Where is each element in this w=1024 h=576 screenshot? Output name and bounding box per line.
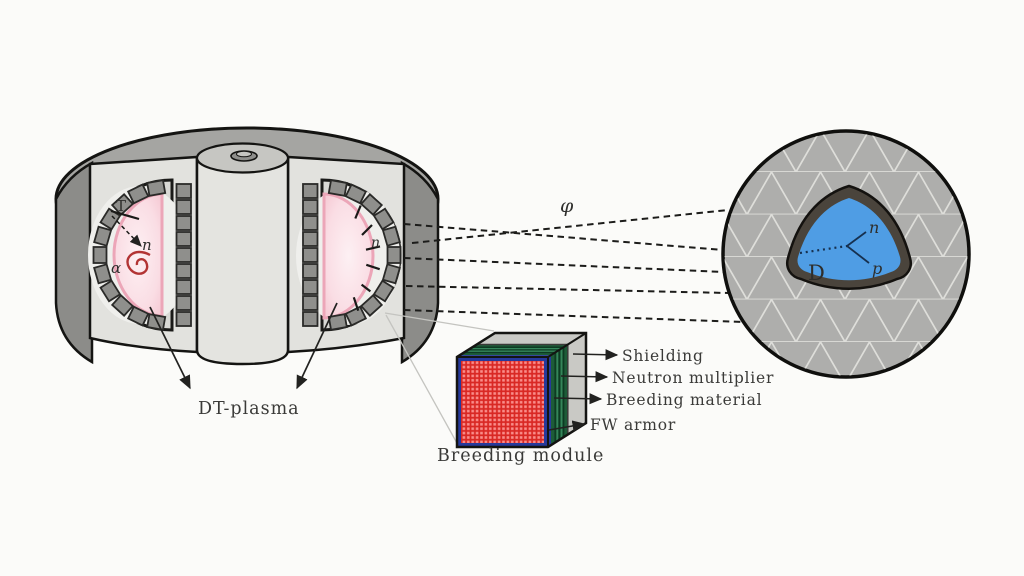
blanket-block [175, 279, 192, 295]
breeding-module-caption: Breeding module [437, 446, 604, 466]
fw-armor-front-face [461, 361, 544, 443]
dt-plasma-arrow-left [149, 306, 191, 390]
phi-flux-label: φ [560, 195, 574, 217]
shielding-arrow [572, 349, 619, 361]
blanket-column-left [175, 183, 192, 327]
blanket-block [381, 225, 401, 247]
dt-plasma-arrow-right [296, 302, 338, 390]
neutron-tick [365, 263, 381, 271]
cube-edge [547, 332, 587, 358]
zoom-wedge-line-top [384, 312, 495, 332]
multiplier-stripes-top [464, 343, 568, 354]
neutron-branch-line [846, 231, 867, 247]
alpha-orbit-curve [126, 250, 151, 275]
blanket-block [359, 193, 384, 216]
blanket-block [93, 225, 113, 247]
blanket-block [302, 311, 319, 327]
blanket-block [110, 294, 135, 317]
tritium-pointer-line [110, 209, 140, 221]
incoming-neutron-dotted-line [799, 244, 848, 255]
blanket-arc-right [327, 179, 402, 331]
blanket-block [302, 295, 319, 311]
blanket-block [359, 294, 384, 317]
blanket-block [92, 246, 108, 264]
blanket-block [175, 215, 192, 231]
blanket-block [381, 263, 401, 285]
blanket-block [302, 215, 319, 231]
top-port-knob-cap [236, 150, 252, 158]
blanket-block [175, 311, 192, 327]
blanket-block [372, 207, 395, 231]
proton-product-label: p [872, 259, 882, 278]
blanket-block [175, 263, 192, 279]
breeding-material-arrow [553, 393, 603, 405]
vessel-outer-wall-right [400, 160, 440, 365]
blanket-block [344, 305, 368, 327]
neutron-wall-label: n [371, 235, 380, 251]
neutron-tick [352, 296, 360, 312]
blanket-block [372, 279, 395, 303]
proton-branch-line [846, 245, 870, 264]
deuterium-label: D [808, 261, 825, 285]
blanket-block [327, 179, 348, 197]
flux-line [403, 257, 725, 273]
blanket-block [302, 279, 319, 295]
blanket-column-right [302, 183, 319, 327]
fw-armor-arrow [548, 420, 586, 432]
shielding-label: Shielding [622, 347, 704, 365]
blanket-block [175, 183, 192, 199]
blanket-block [302, 263, 319, 279]
neutron-tick [360, 283, 372, 293]
breeding-module-cube [455, 331, 588, 449]
central-column [195, 156, 290, 366]
alpha-label: α [111, 259, 121, 277]
blanket-block [302, 231, 319, 247]
neutron-tick-marks [352, 205, 381, 312]
module-layer-callouts: Shielding Neutron multiplier Breeding ma… [437, 347, 774, 466]
neutron-tick [354, 205, 362, 219]
neutron-multiplier-label: Neutron multiplier [612, 369, 774, 387]
blanket-block [175, 199, 192, 215]
dt-plasma-label: DT-plasma [198, 399, 300, 419]
fw-armor-label: FW armor [590, 416, 676, 434]
deuterium-nucleus [797, 198, 901, 281]
blanket-block [175, 247, 192, 263]
neutron-label-left: n [142, 236, 152, 254]
vessel-outer-wall-left [54, 160, 94, 365]
blanket-block [386, 246, 402, 264]
blanket-block [175, 295, 192, 311]
blanket-block [146, 313, 167, 331]
flux-line [405, 285, 730, 294]
blanket-block [126, 183, 150, 205]
blanket-block [327, 313, 348, 331]
neutron-tick [361, 224, 373, 236]
blanket-block [344, 183, 368, 205]
blanket-block [93, 263, 113, 285]
flux-line [411, 209, 729, 244]
blanket-block [302, 247, 319, 263]
tritium-label: T [116, 197, 126, 215]
blanket-block [110, 193, 135, 216]
blanket-block [146, 179, 167, 197]
neutron-flux-lines [403, 209, 744, 323]
blanket-block [302, 199, 319, 215]
dt-plasma-callout: DT-plasma [149, 302, 338, 419]
neutron-tick [365, 245, 381, 251]
neutron-product-label: n [869, 218, 879, 237]
neutron-multiplier-arrow [560, 371, 609, 383]
tokamak-cutaway: T n α [54, 126, 440, 366]
blanket-block [99, 279, 122, 303]
zoom-wedge-line-bottom [385, 314, 459, 446]
flux-line [403, 223, 724, 251]
blanket-block [175, 231, 192, 247]
nucleus-detail-circle: D n p [721, 129, 971, 379]
breeding-material-label: Breeding material [606, 391, 762, 409]
blanket-block [302, 183, 319, 199]
blanket-block [126, 305, 150, 327]
blanket-arc-left [92, 179, 167, 331]
flux-line [403, 309, 744, 323]
